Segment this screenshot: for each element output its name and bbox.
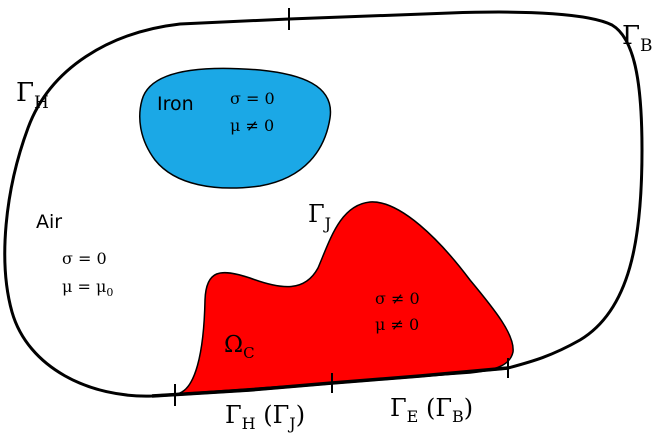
air-name: Air <box>36 211 62 233</box>
bottom-left-symbol: Γ <box>225 401 242 429</box>
bottom-left-open-paren: ( <box>256 401 273 429</box>
omega-c-label: ΩC <box>224 332 255 362</box>
gamma-h-sub: H <box>34 93 49 113</box>
gamma-h-symbol: Γ <box>16 78 34 108</box>
omega-c-sub: C <box>243 344 254 362</box>
conductor-mu: μ ≠ 0 <box>375 315 419 334</box>
gamma-j-sub: J <box>323 214 331 233</box>
iron-sigma: σ = 0 <box>230 89 275 108</box>
omega-c-symbol: Ω <box>224 332 243 358</box>
gamma-h-label: ΓH <box>16 78 49 113</box>
conductor-region <box>174 201 514 395</box>
bottom-right-close-paren: ) <box>464 394 473 422</box>
air-sigma: σ = 0 <box>62 249 107 268</box>
gamma-b-label: ΓB <box>622 21 653 56</box>
bottom-right-sub: E <box>407 407 419 426</box>
bottom-left-paren-sub: J <box>287 414 295 433</box>
iron-region <box>139 67 332 189</box>
gamma-j-label: ΓJ <box>308 200 331 233</box>
bottom-left-paren-symbol: Γ <box>273 401 290 429</box>
gamma-b-sub: B <box>640 36 653 56</box>
outer-domain-boundary <box>3 10 644 398</box>
air-mu: μ = μ0 <box>62 277 113 299</box>
bottom-right-paren-sub: B <box>452 407 464 426</box>
conductor-sigma: σ ≠ 0 <box>375 289 420 308</box>
gamma-b-symbol: Γ <box>622 21 640 51</box>
bottom-left-boundary-label: ΓH (ΓJ) <box>225 401 305 433</box>
bottom-right-boundary-label: ΓE (ΓB) <box>390 394 473 426</box>
bottom-left-sub: H <box>242 414 256 433</box>
bottom-right-open-paren: ( <box>418 394 435 422</box>
gamma-j-symbol: Γ <box>308 200 325 228</box>
air-mu-sub: 0 <box>106 286 113 299</box>
iron-name: Iron <box>157 93 194 115</box>
bottom-right-symbol: Γ <box>390 394 407 422</box>
iron-mu: μ ≠ 0 <box>230 116 274 135</box>
bottom-right-paren-symbol: Γ <box>435 394 452 422</box>
air-mu-prefix: μ = μ <box>62 277 106 296</box>
bottom-left-close-paren: ) <box>296 401 305 429</box>
